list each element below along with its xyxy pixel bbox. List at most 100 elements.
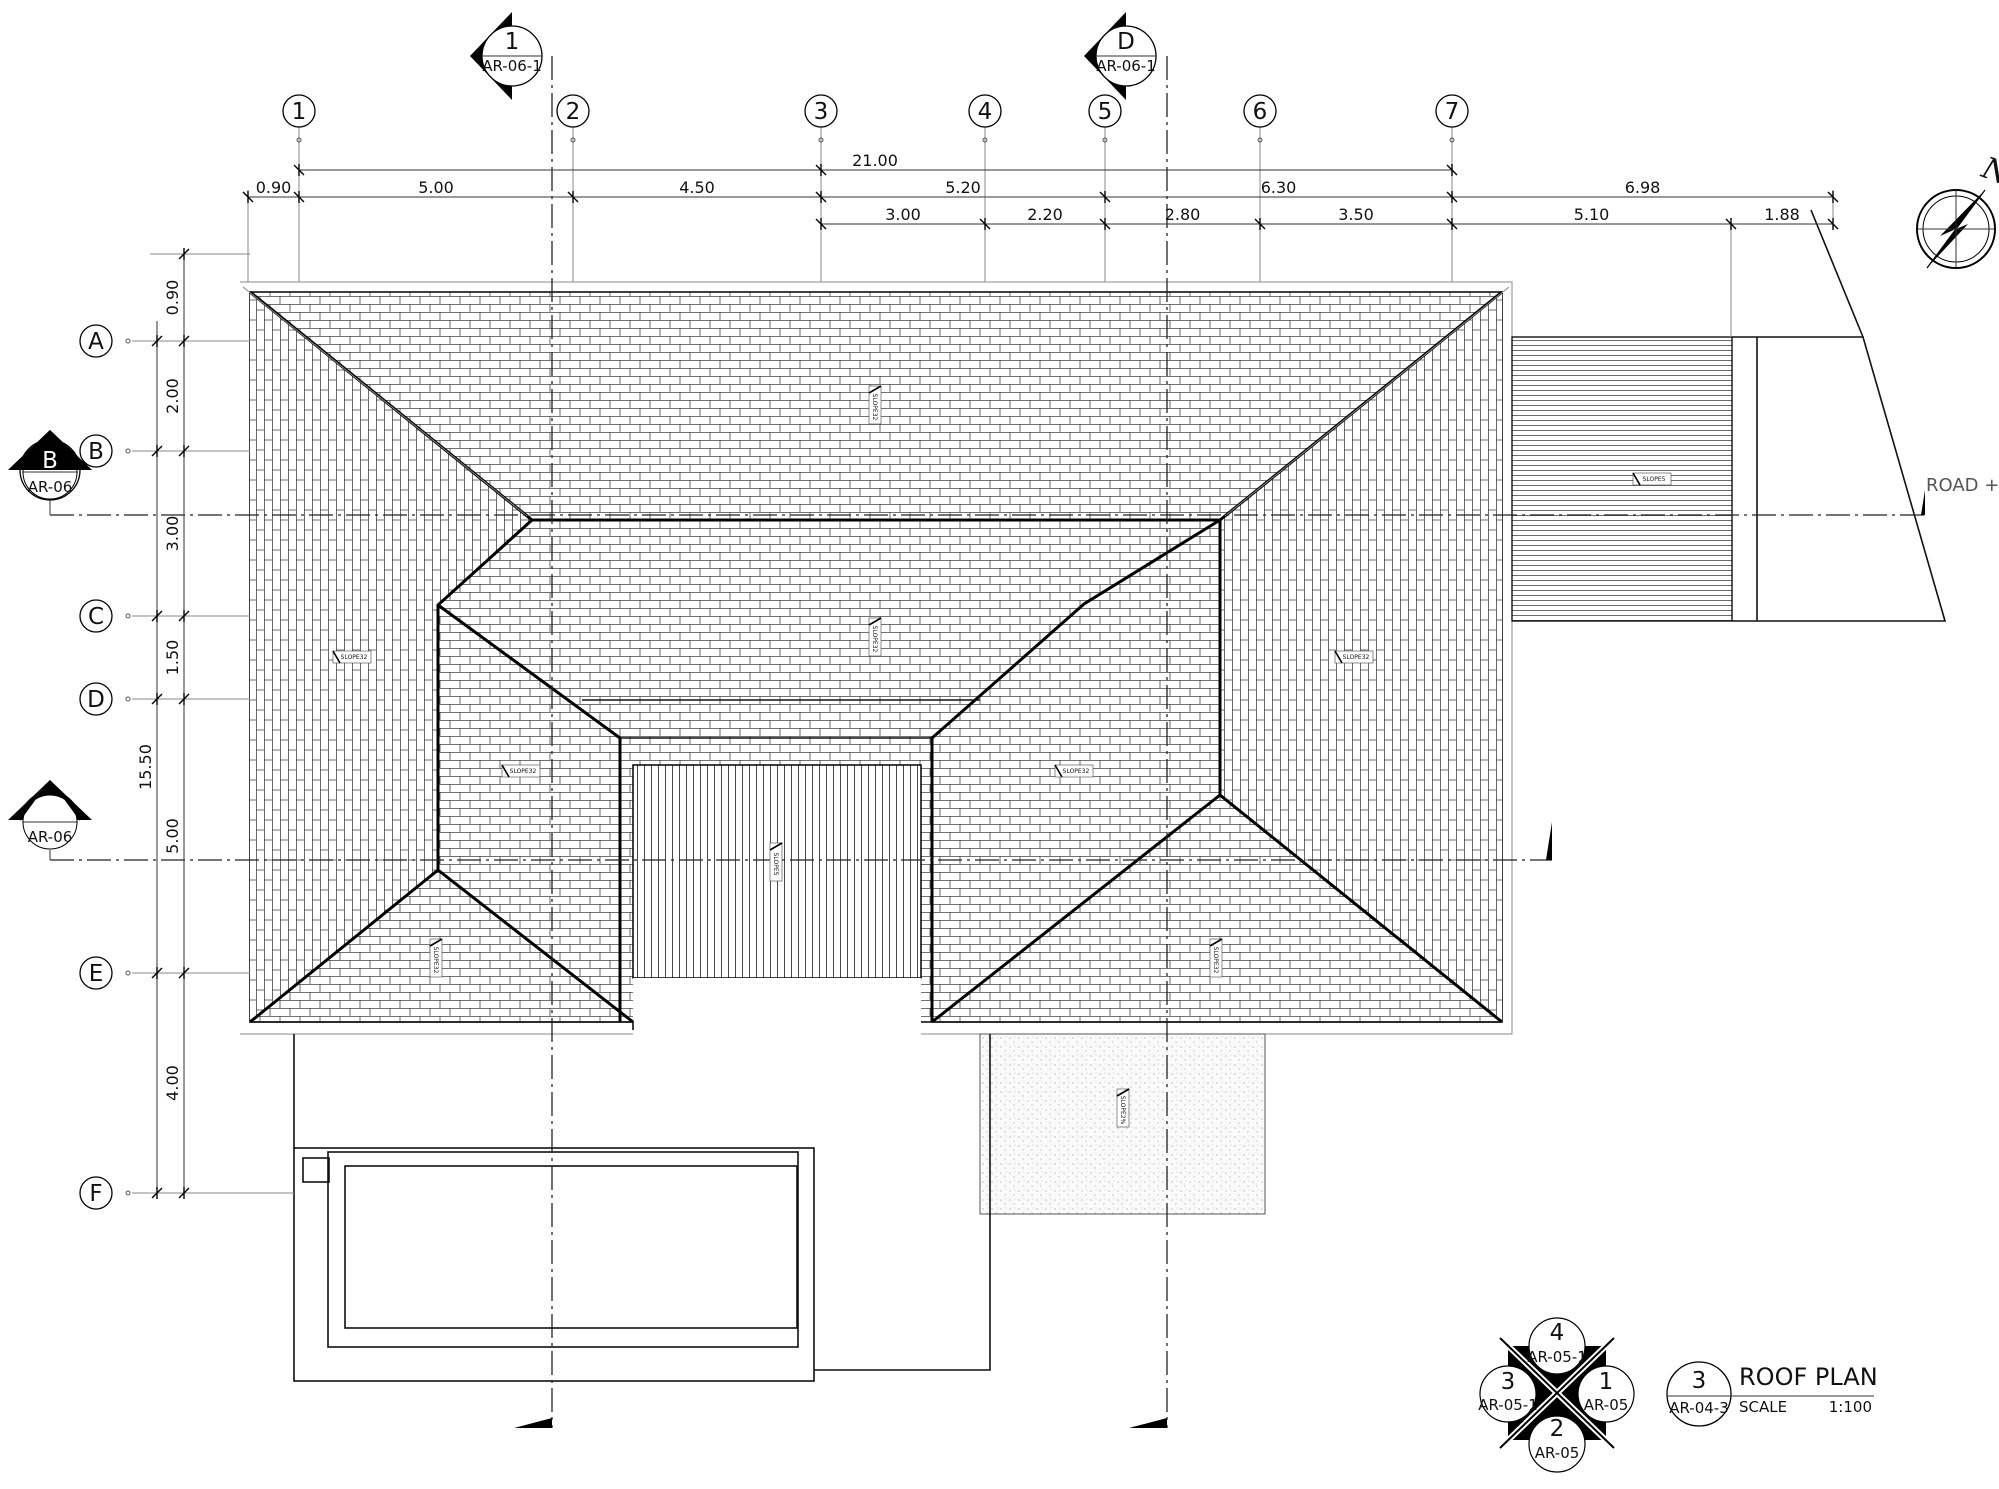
dim-text: 4.50 [679,178,715,197]
slope-annotation: SLOPE5 [1632,472,1672,486]
slope-text: SLOPE5 [1643,476,1666,483]
top-dimension-lines [247,160,1834,337]
grid-label: 2 [566,99,581,125]
road-label: ROAD + [1926,475,1999,496]
grid-bubble-4: 4 [968,94,1002,143]
north-arrow-icon: N [1916,150,1999,269]
dim-tick [1446,164,1458,176]
elev-left-number: 3 [1501,1369,1516,1395]
section-1-number: 1 [505,29,520,55]
grid-label: 5 [1098,99,1113,125]
grid-bubble-C: C [79,599,190,633]
roof [240,281,1513,1035]
dim-text: 5.00 [163,818,182,854]
title-ref: AR-04-3 [1669,1399,1729,1417]
section-marker-b[interactable]: B AR-06 [8,430,92,515]
slope-text: SLOPE32 [432,947,439,974]
scale-value: 1:100 [1829,1398,1872,1416]
slope-annotation: SLOPE32 [1054,764,1094,778]
section-1-ref: AR-06-1 [482,57,542,75]
swimming-pool [293,1034,991,1382]
grid-label: F [89,1181,102,1207]
section-marker-1[interactable]: 1 AR-06-1 [470,12,543,100]
dim-text: 15.50 [136,744,155,790]
elev-bottom-ref: AR-05 [1535,1444,1580,1462]
dim-tick [815,164,827,176]
slope-annotation: SLOPE32 [1334,650,1374,664]
elev-right-number: 1 [1599,1369,1614,1395]
dim-text: 6.30 [1261,178,1297,197]
carport-roof [1511,209,1947,622]
section-b-ref: AR-06 [28,478,73,496]
dim-text: 5.20 [945,178,981,197]
grid-bubble-5: 5 [1088,94,1122,143]
dim-tick [151,967,163,979]
dim-tick [178,967,190,979]
slope-text: SLOPE2% [1119,1096,1126,1125]
section-a-number: A [42,798,58,824]
side-grid-bubbles: A B C D E F [79,324,190,1210]
slope-text: SLOPE32 [871,394,878,421]
dim-text: 3.00 [163,516,182,552]
dim-text: 2.80 [1165,205,1201,224]
section-cut-lines [50,56,1925,1428]
dim-tick [151,1187,163,1199]
slope-annotation: SLOPE32 [429,938,443,978]
grid-bubble-1: 1 [282,94,316,143]
dim-tick [293,164,305,176]
dim-text: 5.10 [1574,205,1610,224]
slope-text: SLOPE32 [341,654,368,661]
grid-label: 4 [978,99,993,125]
slope-text: SLOPE32 [871,626,878,653]
dim-tick [151,335,163,347]
section-a-ref: AR-06 [28,828,73,846]
grid-bubble-7: 7 [1435,94,1469,143]
dim-text: 2.00 [163,378,182,414]
grid-label: A [88,329,104,355]
section-marker-a[interactable]: A AR-06 [8,780,92,860]
dim-tick [178,693,190,705]
dim-tick [1099,218,1111,230]
dim-tick [242,191,254,203]
slope-annotation: SLOPE5 [769,842,783,882]
dim-text: 0.90 [163,280,182,316]
slope-text: SLOPE32 [1063,768,1090,775]
slope-annotation: SLOPE32 [868,385,882,425]
slope-annotation: SLOPE32 [1209,938,1223,978]
dim-top-total-group: 21.00 [293,151,1458,176]
dim-tick [151,693,163,705]
dim-tick [178,610,190,622]
section-d-ref: AR-06-1 [1096,57,1156,75]
north-label: N [1976,150,1999,193]
slope-text: SLOPE32 [1212,947,1219,974]
section-marker-d[interactable]: D AR-06-1 [1084,12,1157,100]
grid-label: B [88,439,104,465]
dim-text: 1.88 [1764,205,1800,224]
grid-bubble-A: A [79,324,190,358]
grid-label: D [87,687,105,713]
slope-text: SLOPE32 [1343,654,1370,661]
section-b-number: B [42,448,58,474]
grid-label: 3 [814,99,829,125]
grid-bubble-3: 3 [804,94,838,143]
slope-annotation: SLOPE2% [1116,1088,1130,1128]
elev-left-ref: AR-05-1 [1478,1396,1538,1414]
elev-right-ref: AR-05 [1584,1396,1629,1414]
drawing-title: ROOF PLAN [1739,1363,1878,1391]
grid-label: C [88,604,104,630]
slope-text: SLOPE32 [510,768,537,775]
dim-tick [1725,218,1737,230]
elevation-marker[interactable]: 4 AR-05-1 3 AR-05-1 1 AR-05 2 AR-05 [1478,1300,1635,1473]
dim-left-total-group: 15.50 [136,744,155,790]
grid-label: E [89,961,104,987]
dim-tick [1827,218,1839,230]
left-dimension-lines [150,253,250,1193]
drawing-title-block: 3 AR-04-3 ROOF PLAN SCALE 1:100 [1666,1361,1878,1427]
grid-bubble-D: D [79,682,190,716]
dim-tick [151,610,163,622]
dim-tick [178,248,190,260]
dim-tick [815,191,827,203]
dim-tick [1446,218,1458,230]
